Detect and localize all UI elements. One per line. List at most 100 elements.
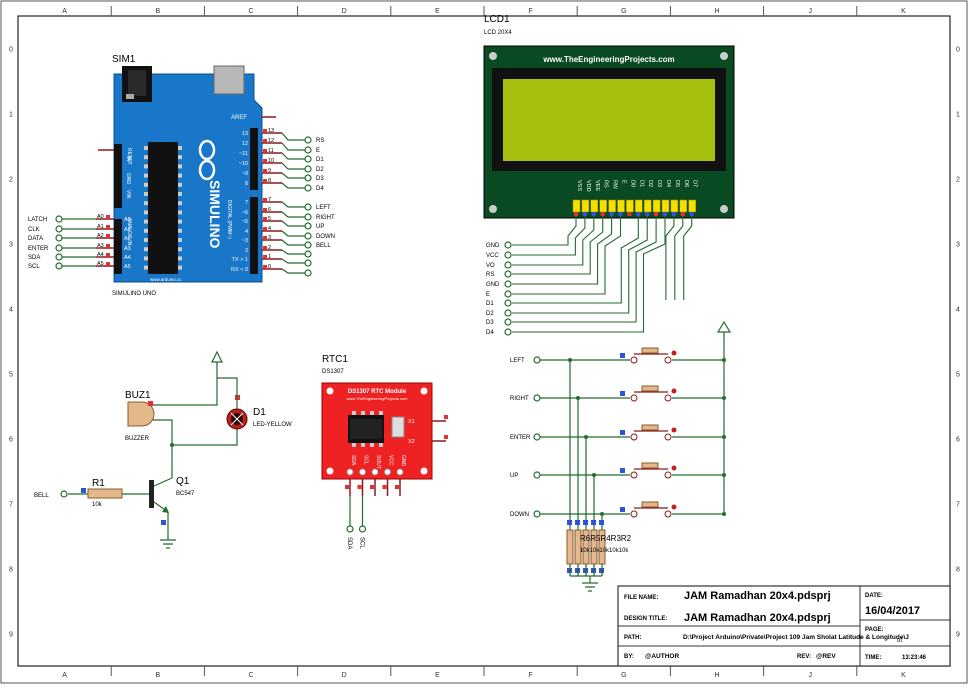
chip-pin xyxy=(144,164,148,169)
net-terminal xyxy=(504,309,512,317)
net-terminal xyxy=(304,203,312,211)
date-value: 16/04/2017 xyxy=(865,605,920,617)
bell-terminal[interactable] xyxy=(60,490,68,498)
column-label: D xyxy=(342,672,347,679)
power-header-strip xyxy=(114,144,122,208)
pin-marker xyxy=(654,212,659,216)
chip-pin xyxy=(144,155,148,160)
switch-cap xyxy=(641,462,659,469)
chip-pin xyxy=(144,173,148,178)
rtc-pin-label: SOUT xyxy=(375,455,381,469)
switch-contact xyxy=(630,510,638,518)
file-path: D:\Project Arduino\Private\Project 109 J… xyxy=(683,634,909,641)
title-block: FILE NAME: JAM Ramadhan 20x4.pdsprj DESI… xyxy=(617,585,951,667)
column-label: C xyxy=(248,672,253,679)
lcd-pin-label: D2 xyxy=(647,180,653,187)
net-terminal xyxy=(346,525,354,533)
junction xyxy=(170,443,174,447)
arduino-board xyxy=(113,73,263,283)
pin-marker xyxy=(263,236,267,240)
net-terminal xyxy=(304,146,312,154)
resistor-pack[interactable]: R6R5R4R3R2 10k10k10k10k10k xyxy=(566,520,632,592)
net-wire xyxy=(683,216,693,300)
chip-pin xyxy=(144,201,148,206)
rtc-side-label: X1 xyxy=(408,419,415,425)
rtc-pin-label: VCC xyxy=(388,455,394,466)
row-label: 9 xyxy=(956,632,960,639)
rpack-values: 10k10k10k10k10k xyxy=(580,548,629,554)
net-label: SDA xyxy=(346,537,352,549)
net-wire xyxy=(281,142,305,151)
rpack-ref: R6R5R4R3R2 xyxy=(580,534,632,543)
pin-marker xyxy=(106,262,110,266)
column-label: H xyxy=(714,672,719,679)
rtc-pin-pad xyxy=(346,468,354,476)
r1-body xyxy=(87,488,123,499)
buzzer-circuit[interactable]: BUZ1 BUZZER D1 LED-YELLOW Q1 BC547 R1 10… xyxy=(34,350,292,549)
analog-pin-label: A5 xyxy=(124,264,131,270)
row-label: 4 xyxy=(9,307,13,314)
power-pin-label: 5V xyxy=(125,156,131,163)
net-terminal xyxy=(55,234,63,242)
net-wire xyxy=(512,216,622,295)
simulino-uno[interactable]: SIM1 SIMULINO UNO SIMULINO DIGITAL (PWM~… xyxy=(96,54,282,297)
lcd-20x4[interactable]: LCD1 LCD 20X4 www.TheEngineeringProjects… xyxy=(483,14,735,219)
pin-marker xyxy=(663,212,667,216)
analog-pin-label: A2 xyxy=(124,236,131,242)
net-terminal xyxy=(304,269,312,277)
column-label: C xyxy=(248,8,253,15)
rtc1-part: DS1307 xyxy=(322,369,344,375)
pin-marker xyxy=(620,353,625,358)
rtc-pin-pad xyxy=(384,468,391,476)
digital-pin-label: ~9 xyxy=(242,171,248,177)
column-label: J xyxy=(808,672,812,679)
net-wire xyxy=(281,182,305,189)
time-value: 13:23:46 xyxy=(902,655,927,661)
chip-pin xyxy=(178,155,182,160)
net-wire xyxy=(512,216,595,266)
junction xyxy=(722,512,726,516)
pin-marker xyxy=(263,198,267,202)
aref-label: AREF xyxy=(231,115,247,121)
reset-label: RESET xyxy=(126,148,132,165)
net-label: SCL xyxy=(28,264,40,270)
digital-pin-number: 4 xyxy=(268,226,271,232)
lcd-pin-label: VDD xyxy=(585,180,591,192)
row-label: 3 xyxy=(956,242,960,249)
analog-pin-number: A3 xyxy=(97,243,104,249)
chip-pin xyxy=(144,182,148,187)
net-wire xyxy=(512,216,666,333)
net-label: D2 xyxy=(316,167,324,173)
digital-pin-number: 7 xyxy=(268,197,271,203)
lcd-pin-pad xyxy=(572,199,581,213)
net-label: ENTER xyxy=(28,246,49,252)
file-name: JAM Ramadhan 20x4.pdsprj xyxy=(684,590,831,602)
net-label: SDA xyxy=(28,255,40,261)
pin-marker xyxy=(680,212,685,216)
column-label: J xyxy=(808,8,812,15)
lcd-pin-pad xyxy=(608,199,616,213)
digital-pin-label: ~5 xyxy=(242,219,248,225)
pin-marker xyxy=(263,169,267,173)
pin-marker xyxy=(444,415,448,419)
vcc-arrow xyxy=(211,350,223,363)
net-wire xyxy=(281,172,305,179)
pin-marker xyxy=(345,485,349,489)
column-label: F xyxy=(528,672,532,679)
column-label: E xyxy=(435,8,440,15)
pin-marker xyxy=(106,244,110,248)
board-url: www.arduino.cc xyxy=(150,277,182,282)
vcc-arrow xyxy=(716,320,732,333)
net-terminal xyxy=(504,280,512,288)
chip-pin xyxy=(379,443,383,447)
net-label: E xyxy=(316,148,320,154)
chip-pin xyxy=(361,411,365,415)
rtc-ds1307[interactable]: RTC1 DS1307 DS1307 RTC Module www.TheEng… xyxy=(321,354,448,496)
net-terminal xyxy=(55,244,63,252)
net-terminal xyxy=(304,222,312,230)
